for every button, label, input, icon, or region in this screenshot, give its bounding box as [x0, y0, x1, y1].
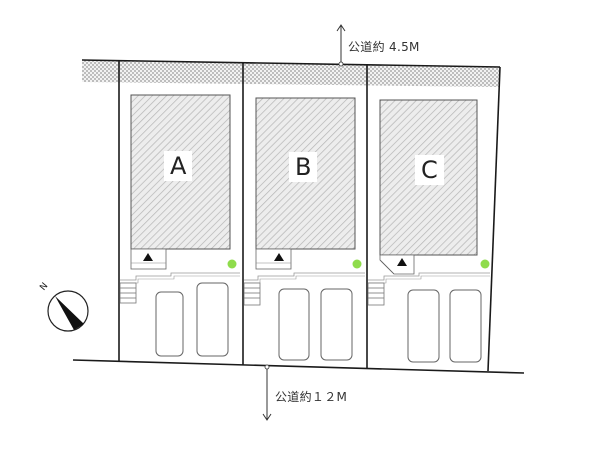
north-road-label: 公道約 4.5M — [348, 40, 420, 54]
parking-b-1 — [278, 288, 310, 361]
lot-c-label: C — [415, 155, 444, 185]
lot-a[interactable] — [119, 94, 240, 357]
entrance-b — [255, 248, 292, 270]
tree-c-icon — [480, 259, 490, 269]
parking-a-2 — [196, 282, 229, 357]
south-road-label: 公道約１２M — [275, 390, 348, 404]
south-road-arrow-icon — [262, 364, 272, 421]
steps-a — [119, 282, 137, 304]
tree-b-icon — [352, 259, 362, 269]
entrance-a-marker-icon — [143, 253, 153, 261]
entrance-c — [379, 254, 415, 275]
entrance-c-marker-icon — [397, 258, 407, 266]
south-road-boundary — [72, 359, 525, 374]
compass-icon — [47, 290, 89, 332]
parking-a-1 — [155, 291, 184, 357]
entrance-b-marker-icon — [274, 253, 284, 261]
lot-c[interactable] — [367, 99, 490, 363]
tree-a-icon — [227, 259, 237, 269]
north-road-arrow-icon — [336, 24, 346, 67]
parking-c-2 — [449, 289, 482, 363]
lot-b-label: B — [289, 152, 318, 182]
lot-boundaries — [118, 61, 501, 372]
lot-b[interactable] — [243, 97, 365, 361]
steps-b — [243, 282, 261, 306]
parking-b-2 — [320, 288, 353, 361]
parking-c-1 — [407, 289, 440, 363]
lot-a-label: A — [164, 151, 193, 181]
steps-c — [367, 282, 385, 306]
north-road — [81, 59, 501, 87]
